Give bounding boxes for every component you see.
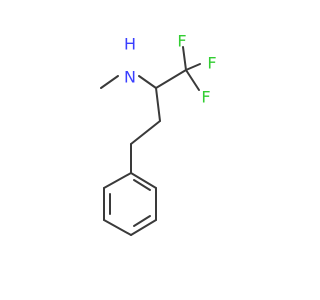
bond-methyl-n (100, 75, 119, 89)
bond-c1-f3 (185, 69, 200, 91)
ring-double-bond-1 (133, 179, 151, 191)
ring-bond-3 (130, 219, 157, 236)
bond-c1-f1 (182, 46, 187, 71)
bond-c2-c1 (155, 69, 187, 89)
ring-bond-4 (103, 219, 132, 236)
atom-fluorine-1: F (177, 32, 186, 51)
ring-double-bond-2 (133, 215, 151, 227)
molecule-structure: N H F F F (100, 32, 217, 236)
atom-fluorine-3: F (201, 88, 210, 107)
atom-hydrogen-on-nitrogen: H (124, 35, 136, 54)
ring-bond-1 (130, 172, 157, 189)
bond-c3-c4 (130, 120, 161, 145)
bond-c2-c3 (155, 87, 161, 122)
atom-fluorine-2: F (207, 54, 216, 73)
bond-c1-f2 (185, 63, 201, 71)
bond-n-c2 (138, 75, 157, 89)
atom-nitrogen: N (124, 68, 136, 87)
ring-bond-6 (103, 172, 132, 189)
